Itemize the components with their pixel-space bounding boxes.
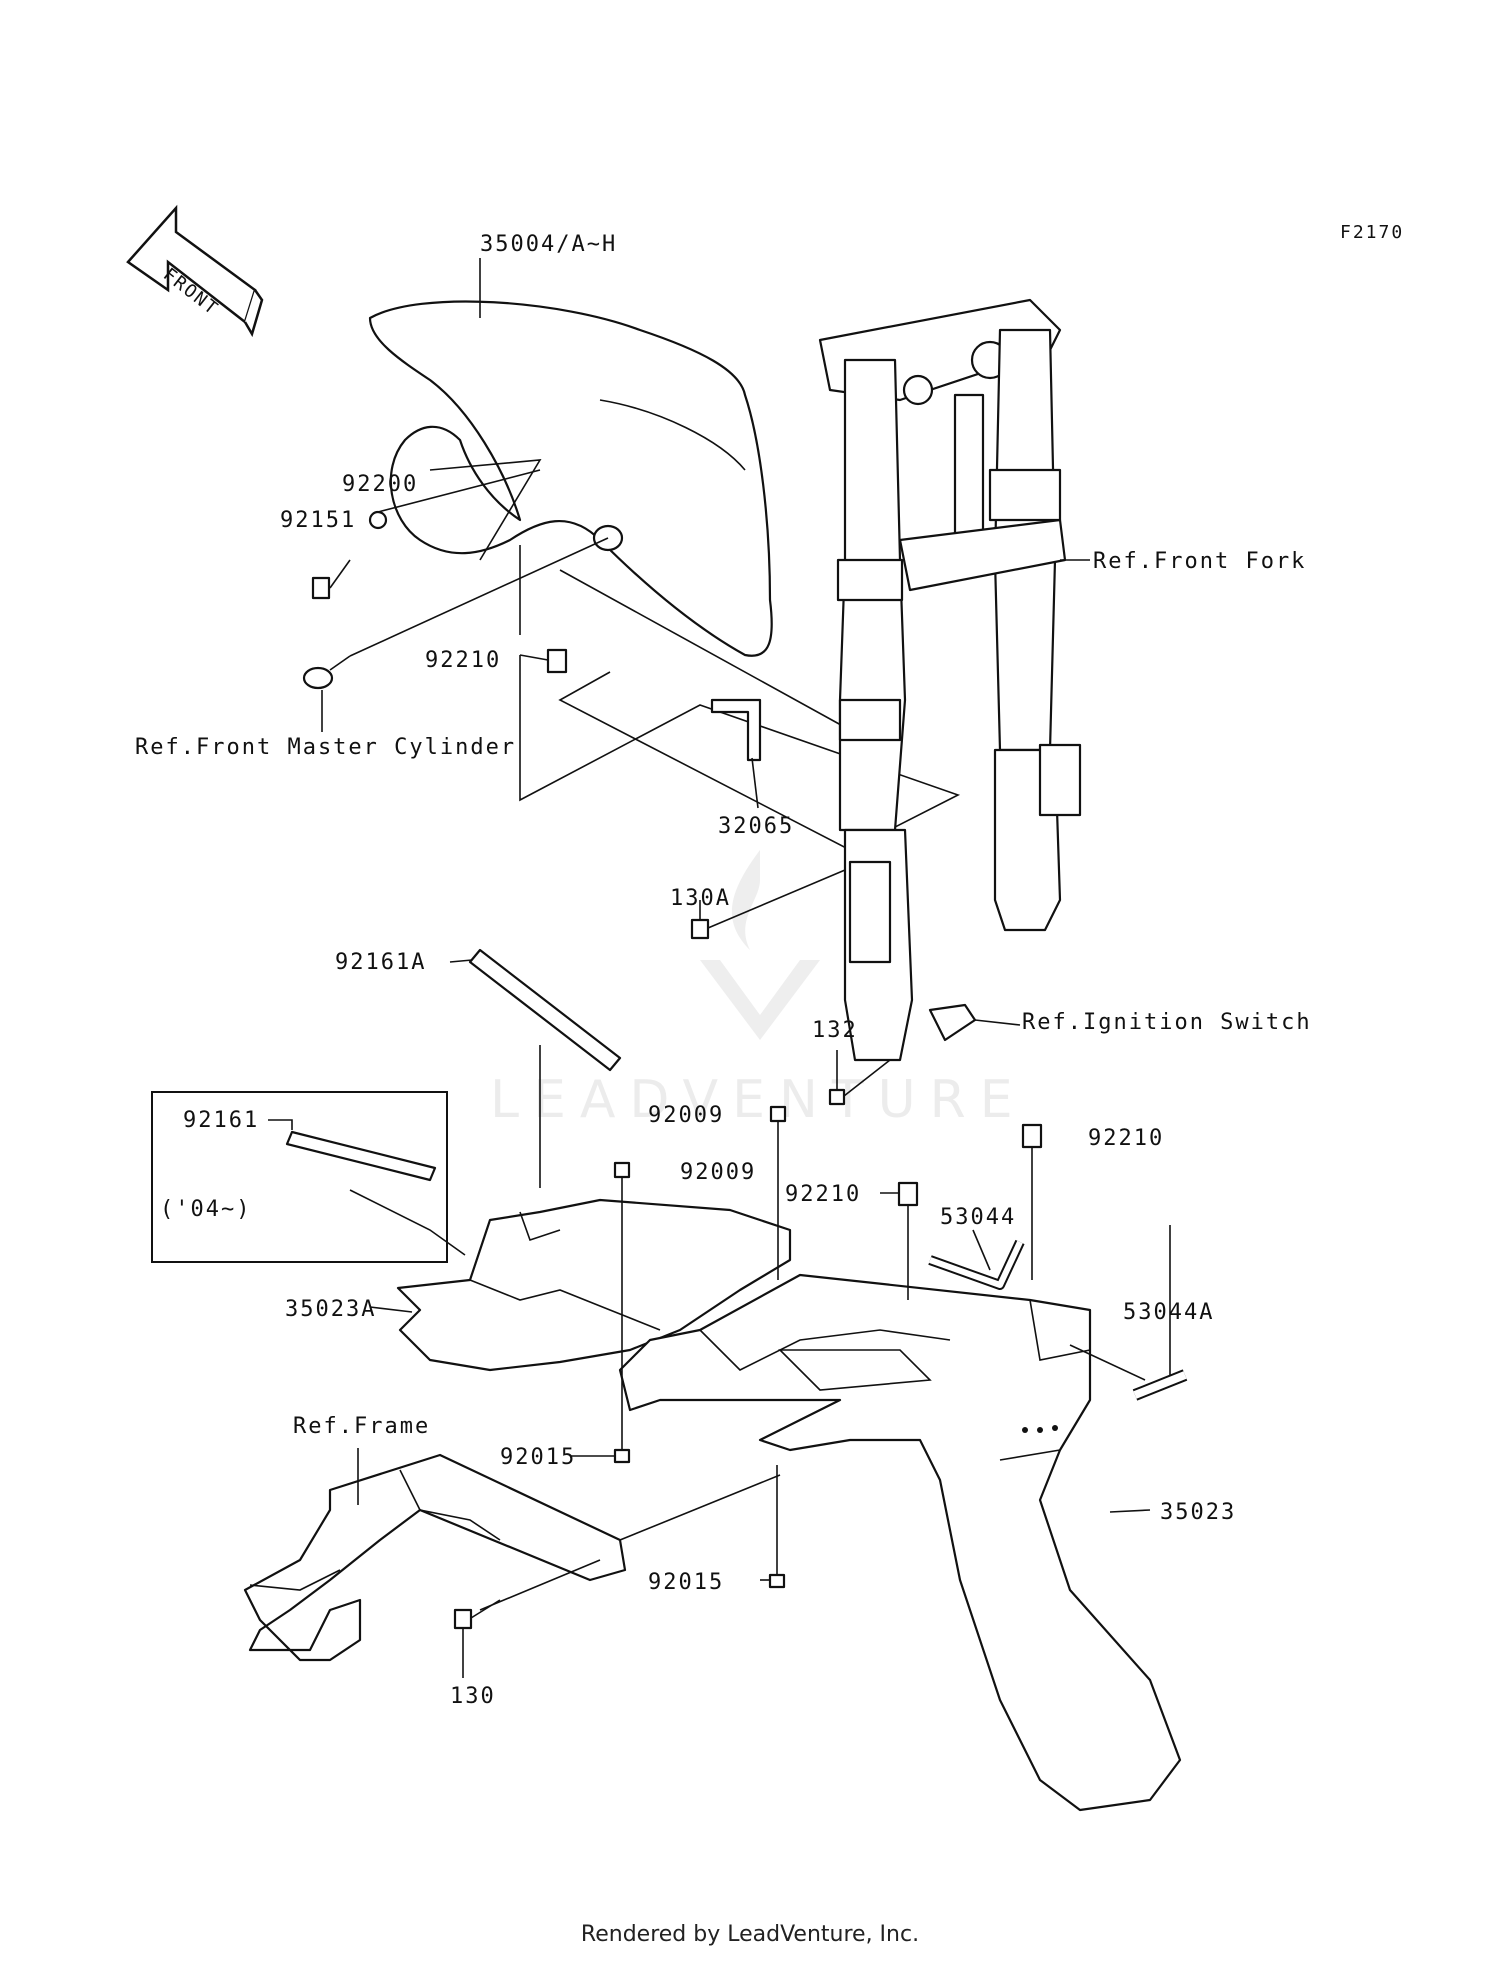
clip-92210-mid[interactable] [897,1181,919,1207]
callout-35023a[interactable]: 35023A [285,1297,377,1322]
hose-53044[interactable] [928,1239,1025,1290]
rendered-by-footer: Rendered by LeadVenture, Inc. [580,1922,920,1947]
frame-section[interactable] [243,1453,627,1662]
callout-53044[interactable]: 53044 [940,1205,1017,1230]
figure-code: F2170 [1340,222,1405,243]
pad-92161a[interactable] [468,948,622,1072]
bolt-132[interactable] [828,1059,891,1106]
callout-32065[interactable]: 32065 [718,814,795,839]
pad-92161[interactable] [285,1130,437,1182]
clip-92210-right[interactable] [1021,1123,1043,1149]
bracket-32065[interactable] [710,698,762,762]
callout-92210-front[interactable]: 92210 [425,648,502,673]
callout-35023[interactable]: 35023 [1160,1500,1237,1525]
callout-92151[interactable]: 92151 [280,508,357,533]
callout-ref-front-master-cylinder[interactable]: Ref.Front Master Cylinder [135,735,517,760]
front-fork-assembly[interactable] [818,298,1082,1062]
callout-92009-upper[interactable]: 92009 [648,1103,725,1128]
callout-35004[interactable]: 35004/A~H [480,232,618,257]
callout-132[interactable]: 132 [812,1018,858,1043]
screw-92009-lower[interactable] [613,1161,631,1179]
front-fender-part[interactable] [368,300,773,657]
under-cover-35023a[interactable] [396,1198,792,1372]
callout-130[interactable]: 130 [450,1684,496,1709]
bolt-130a[interactable] [690,869,846,940]
callout-92210-mid[interactable]: 92210 [785,1182,862,1207]
nut-92015-left[interactable] [613,1448,631,1464]
screw-92151[interactable] [311,576,331,600]
callout-92210-right[interactable]: 92210 [1088,1126,1165,1151]
callout-53044a[interactable]: 53044A [1123,1300,1215,1325]
leadventure-logo-watermark [700,850,820,1040]
front-direction-arrow-icon [126,204,264,338]
leadventure-watermark: LEADVENTURE [490,1070,1027,1130]
callout-ref-ignition-switch[interactable]: Ref.Ignition Switch [1022,1010,1312,1035]
callout-130a[interactable]: 130A [670,886,731,911]
washer-92200[interactable] [368,510,388,530]
callout-ref-frame[interactable]: Ref.Frame [293,1414,431,1439]
callout-ref-front-fork[interactable]: Ref.Front Fork [1093,549,1307,574]
hose-53044a[interactable] [1132,1369,1188,1401]
ignition-switch-bracket[interactable] [928,1003,977,1042]
callout-92015-bottom[interactable]: 92015 [648,1570,725,1595]
nut-92015-bottom[interactable] [768,1573,786,1589]
rear-fender-35023[interactable] [618,1273,1182,1812]
screw-92009-upper[interactable] [769,1105,787,1123]
callout-92161[interactable]: 92161 [183,1108,260,1133]
callout-92009-lower[interactable]: 92009 [680,1160,757,1185]
callout-92200[interactable]: 92200 [342,472,419,497]
clip-92210-front[interactable] [546,648,568,674]
callout-92161a[interactable]: 92161A [335,950,427,975]
master-cylinder-fitting[interactable] [302,655,351,690]
callout-92015-left[interactable]: 92015 [500,1445,577,1470]
year-note: ('04~) [160,1197,252,1222]
